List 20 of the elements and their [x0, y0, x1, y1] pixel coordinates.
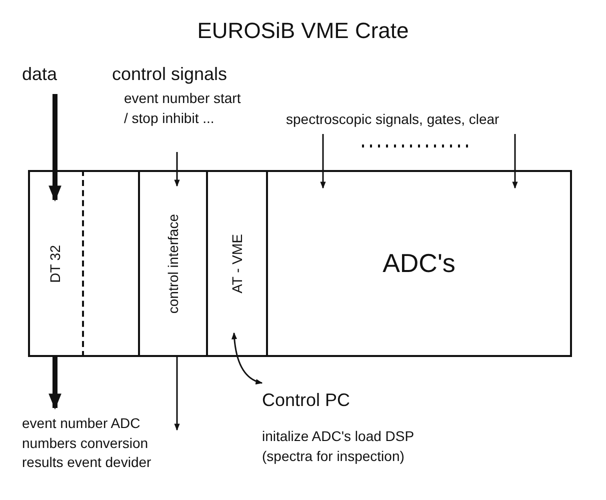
arrow: [232, 332, 263, 384]
note-text: data: [22, 63, 58, 86]
arrow: [174, 357, 180, 431]
note-text: spectroscopic signals, gates, clear: [286, 110, 500, 129]
note-text: event number ADC numbers conversion results event devider: [22, 414, 152, 472]
arrow: [512, 134, 518, 189]
arrow: [48, 357, 62, 410]
crate-box: [28, 170, 572, 357]
module-name: ADC's: [382, 248, 456, 279]
arrow: [320, 134, 326, 189]
module-name: AT - VME: [229, 234, 245, 294]
module-name: control interface: [165, 214, 181, 314]
note-text: initalize ADC's load DSP (spectra for inspection): [262, 427, 415, 466]
note-text: event number start / stop inhibit ...: [123, 89, 242, 128]
module-name: DT 32: [47, 244, 63, 282]
heading-text: Control PC: [262, 389, 352, 412]
arrow: [174, 152, 180, 187]
diagram-title: EUROSiB VME Crate: [196, 18, 410, 44]
heading-text: control signals: [112, 63, 228, 86]
arrow: [48, 94, 62, 202]
